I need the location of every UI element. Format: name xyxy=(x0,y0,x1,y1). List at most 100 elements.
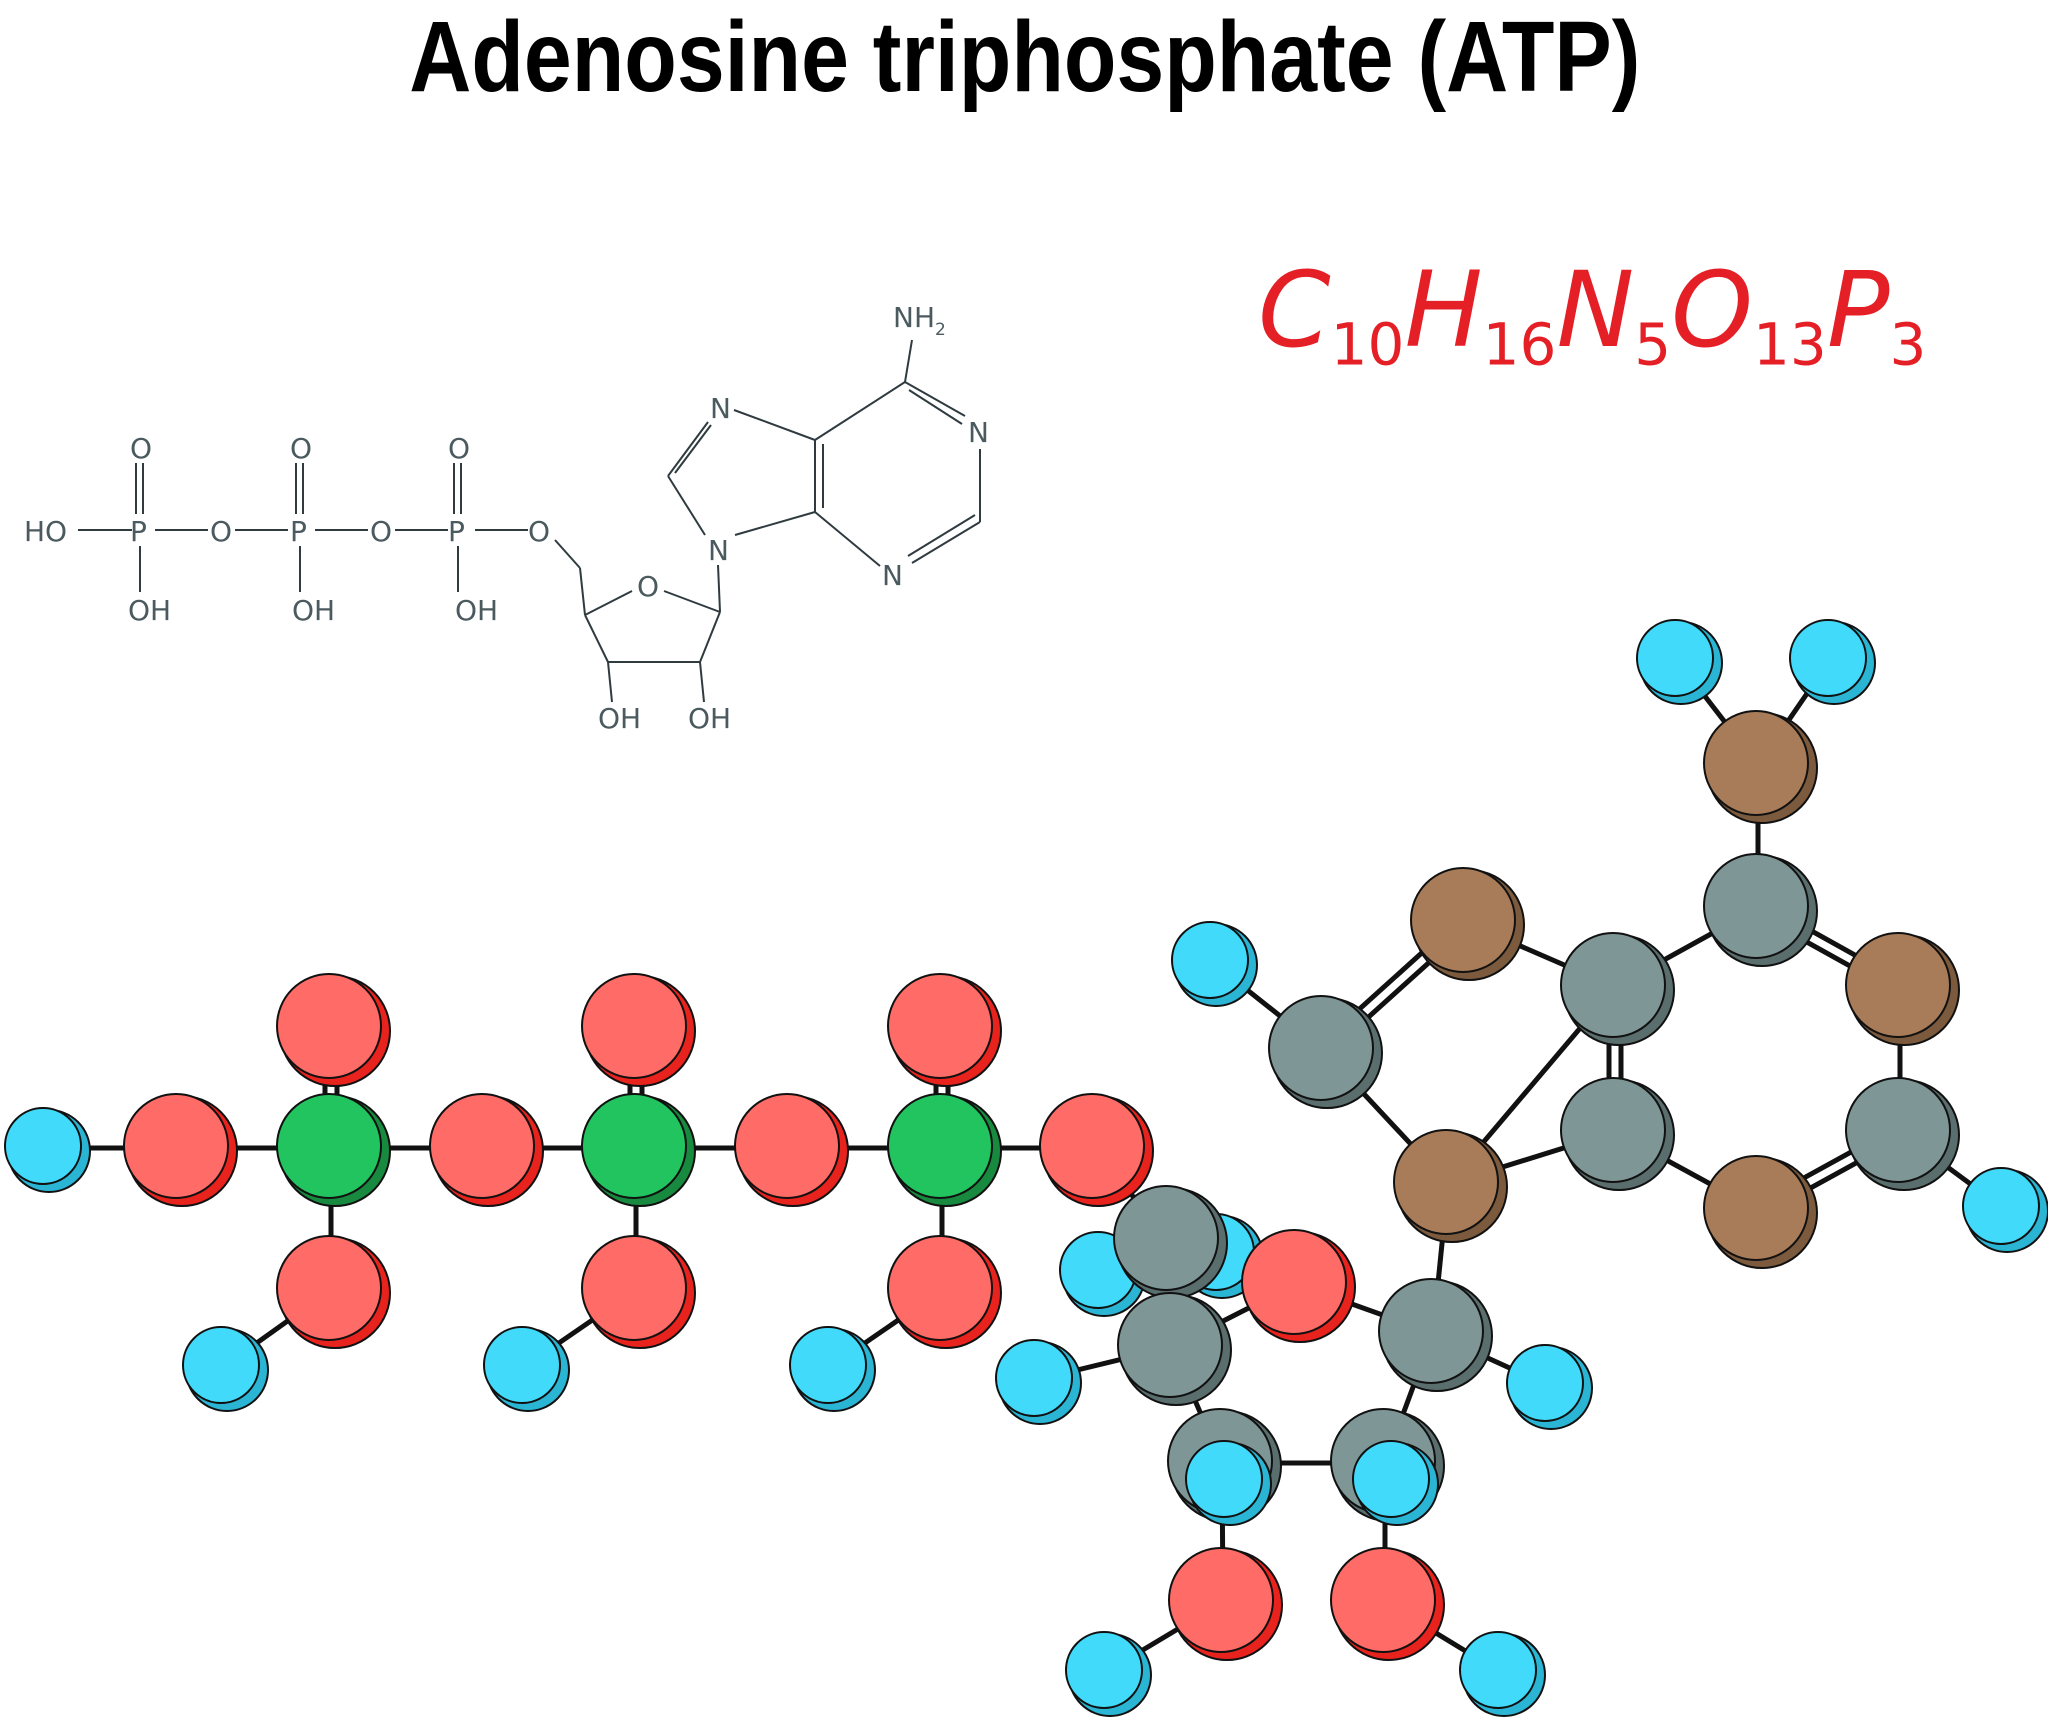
carbon-atom xyxy=(1560,932,1675,1046)
hydrogen-atom-body xyxy=(1185,1440,1263,1518)
carbon-atom-body xyxy=(1845,1077,1951,1183)
formula-count-c: 10 xyxy=(1330,310,1405,379)
oxygen-atom-body xyxy=(581,1235,687,1341)
oxygen-atom-body xyxy=(1330,1547,1436,1653)
oxygen-atom xyxy=(276,1235,391,1349)
nitrogen-atom xyxy=(1393,1129,1508,1243)
nitrogen-atom xyxy=(1410,867,1525,981)
label-o: O xyxy=(448,432,470,465)
hydrogen-atom-body xyxy=(1352,1440,1430,1518)
label-ho: HO xyxy=(24,515,67,548)
oxygen-atom-body xyxy=(887,973,993,1079)
formula-count-h: 16 xyxy=(1482,310,1557,379)
hydrogen-atom xyxy=(1352,1440,1439,1526)
phosphorus-atom xyxy=(276,1093,391,1207)
label-h2-subscript: 2 xyxy=(935,320,946,340)
carbon-atom xyxy=(1117,1292,1232,1406)
carbon-atom xyxy=(1845,1077,1960,1191)
oxygen-atom-body xyxy=(734,1093,840,1199)
hydrogen-atom-body xyxy=(1962,1167,2040,1245)
hydrogen-atom xyxy=(1789,619,1876,705)
hydrogen-atom-body xyxy=(1065,1631,1143,1709)
label-oh: OH xyxy=(292,594,335,627)
oxygen-atom-body xyxy=(429,1093,535,1199)
formula-count-n: 5 xyxy=(1634,310,1672,379)
label-oh: OH xyxy=(455,594,498,627)
carbon-atom-body xyxy=(1378,1278,1484,1384)
hydrogen-atom xyxy=(1962,1167,2048,1253)
phosphorus-atom-body xyxy=(581,1093,687,1199)
hydrogen-atom-body xyxy=(1506,1344,1584,1422)
label-p: P xyxy=(130,515,147,548)
label-o: O xyxy=(528,515,550,548)
oxygen-atom-body xyxy=(276,1235,382,1341)
hydrogen-atom xyxy=(1171,921,1258,1007)
formula-symbol-h: H xyxy=(1404,249,1483,371)
carbon-atom xyxy=(1703,853,1818,967)
label-oh: OH xyxy=(688,702,731,735)
oxygen-atom xyxy=(1330,1547,1445,1661)
label-n: N xyxy=(708,534,729,567)
molecular-formula: C10H16N5O13P3 xyxy=(1258,249,1926,374)
carbon-atom xyxy=(1378,1278,1493,1392)
label-o: O xyxy=(370,515,392,548)
formula-symbol-o: O xyxy=(1671,249,1754,371)
carbon-atom xyxy=(1560,1077,1675,1191)
oxygen-atom xyxy=(887,1235,1002,1349)
phosphorus-atom xyxy=(581,1093,696,1207)
carbon-atom-body xyxy=(1117,1292,1223,1398)
carbon-atom xyxy=(1268,995,1383,1109)
formula-count-o: 13 xyxy=(1753,310,1827,379)
label-oh: OH xyxy=(598,702,641,735)
label-nh2: NH2 xyxy=(893,301,946,340)
phosphorus-atom xyxy=(887,1093,1002,1207)
oxygen-atom-body xyxy=(1241,1229,1347,1335)
nitrogen-atom-body xyxy=(1393,1129,1499,1235)
label-n: N xyxy=(710,392,731,425)
hydrogen-atom xyxy=(1636,619,1723,705)
oxygen-atom xyxy=(581,1235,696,1349)
hydrogen-atom-body xyxy=(483,1326,561,1404)
label-p: P xyxy=(448,515,465,548)
hydrogen-atom xyxy=(1065,1631,1152,1717)
label-oh: OH xyxy=(128,594,171,627)
hydrogen-atom-body xyxy=(789,1326,867,1404)
hydrogen-atom xyxy=(1459,1631,1546,1717)
hydrogen-atom xyxy=(182,1326,269,1412)
oxygen-atom xyxy=(1039,1093,1154,1207)
oxygen-atom-body xyxy=(276,973,382,1079)
label-o: O xyxy=(130,432,152,465)
oxygen-atom xyxy=(276,973,391,1087)
label-o: O xyxy=(210,515,232,548)
oxygen-atom xyxy=(429,1093,544,1207)
hydrogen-atom xyxy=(4,1107,91,1193)
carbon-atom-body xyxy=(1560,932,1666,1038)
hydrogen-atom-body xyxy=(4,1107,82,1185)
skeletal-formula xyxy=(78,339,981,703)
hydrogen-atom xyxy=(789,1326,876,1412)
hydrogen-atom-body xyxy=(1171,921,1249,999)
hydrogen-atom-body xyxy=(182,1326,260,1404)
hydrogen-atom xyxy=(995,1339,1082,1425)
oxygen-atom-body xyxy=(581,973,687,1079)
nitrogen-atom xyxy=(1703,710,1818,824)
nitrogen-atom-body xyxy=(1703,710,1809,816)
nitrogen-atom xyxy=(1703,1155,1818,1269)
formula-symbol-n: N xyxy=(1556,249,1635,371)
hydrogen-atom xyxy=(483,1326,570,1412)
label-nh: NH xyxy=(893,301,935,334)
label-p: P xyxy=(290,515,307,548)
carbon-atom-body xyxy=(1560,1077,1666,1183)
phosphorus-atom-body xyxy=(887,1093,993,1199)
model-atoms xyxy=(4,619,2048,1717)
oxygen-atom xyxy=(581,973,696,1087)
nitrogen-atom-body xyxy=(1410,867,1516,973)
formula-count-p: 3 xyxy=(1889,310,1927,379)
oxygen-atom xyxy=(1241,1229,1356,1343)
hydrogen-atom xyxy=(1506,1344,1593,1430)
nitrogen-atom-body xyxy=(1703,1155,1809,1261)
label-o: O xyxy=(637,570,659,603)
carbon-atom-body xyxy=(1268,995,1374,1101)
nitrogen-atom-body xyxy=(1845,932,1951,1038)
